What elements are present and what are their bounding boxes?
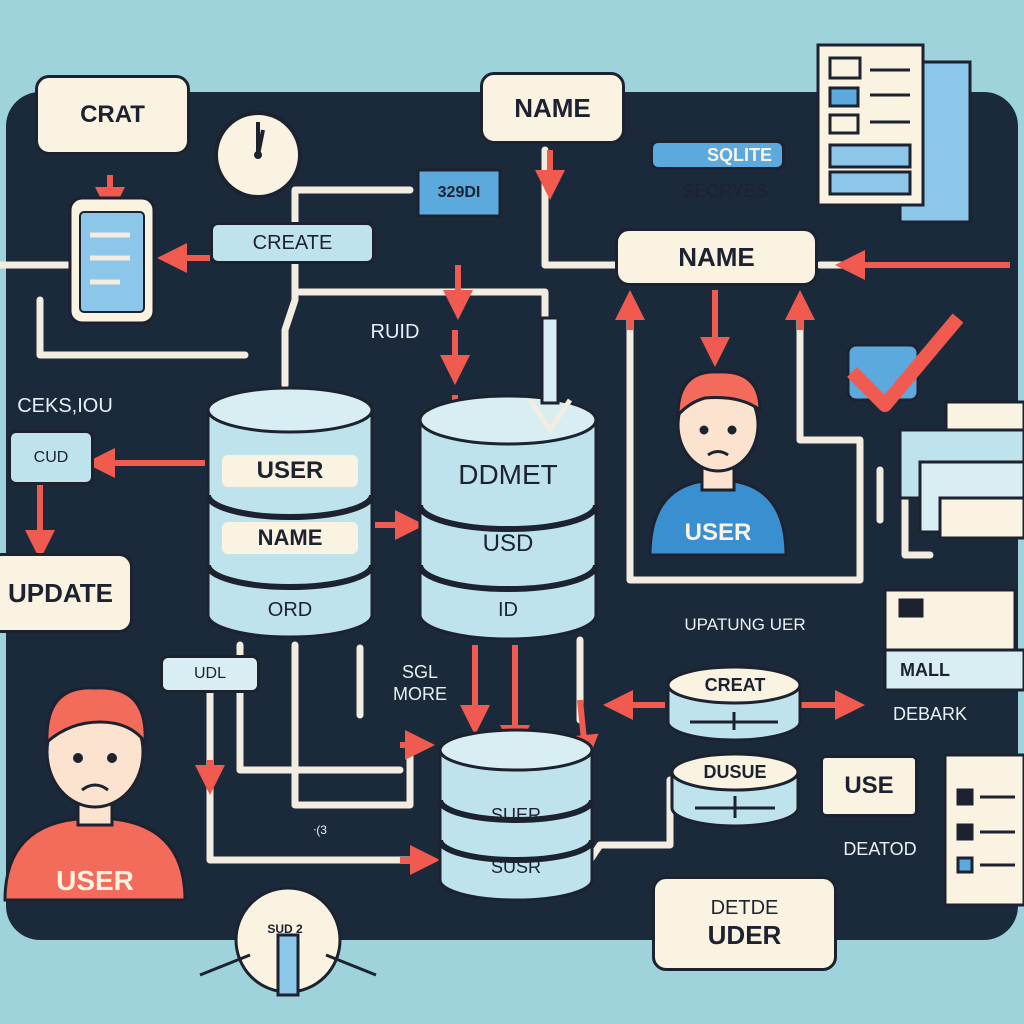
db-left-mid-label: NAME [257, 525, 323, 550]
db-low-bottom-label: SUSR [490, 856, 541, 877]
gear-label: SUD 2 [267, 922, 303, 936]
small-mark-label: ᐧ(3 [313, 823, 327, 837]
clock-icon [214, 111, 302, 199]
disc-create-label: CREAT [704, 674, 766, 695]
document-icon [898, 400, 1024, 540]
uder-label: UDER [707, 919, 782, 950]
db-low-top-label: SUER [490, 804, 541, 825]
detde-uder-box: DETDE UDER [652, 876, 837, 971]
chip-icon [416, 168, 502, 218]
checkmark-icon [846, 313, 964, 412]
db-left-top-label: USER [256, 457, 324, 484]
update-box: UPDATE [0, 553, 133, 633]
cud-box: CUD [8, 430, 94, 485]
sqlite-badge: SQLITE [650, 140, 785, 170]
db-mid-top-label: DDMET [458, 459, 558, 490]
person-bottom-label: USER [56, 865, 134, 896]
upatung-uer-label: UPATUNG UER [684, 615, 806, 634]
debark-label: DEBARK [892, 703, 968, 724]
person-top-label: USER [684, 519, 752, 546]
mall-label: MALL [900, 659, 950, 680]
ceksiou-label: CEKS,IOU [17, 394, 113, 417]
name-mid-box: NAME [615, 228, 818, 286]
sql-more-label: SGL MORE [393, 662, 447, 704]
chip-label: 329DI [437, 184, 481, 201]
database-low [437, 728, 595, 902]
phone-icon [68, 196, 156, 325]
secryes-label: SECRYES [682, 180, 768, 201]
detde-label: DETDE [710, 896, 779, 919]
person-avatar-bottom [3, 686, 187, 902]
database-middle [417, 316, 599, 641]
udl-box: UDL [160, 655, 260, 693]
db-mid-bottom-label: ID [498, 598, 518, 621]
gear-icon [199, 886, 377, 997]
disc-dusue-label: DUSUE [703, 761, 767, 782]
db-left-bottom-label: ORD [267, 598, 313, 621]
use-box: USE [820, 755, 918, 817]
name-top-box: NAME [480, 72, 625, 144]
db-mid-mid-label: USD [482, 530, 534, 557]
mail-icon [883, 588, 1024, 692]
monitor-icon [816, 43, 972, 224]
sqlite-badge-label: SQLITE [706, 144, 772, 165]
crat-box: CRAT [35, 75, 190, 155]
notepad-icon [943, 753, 1024, 907]
disc-dusue [670, 752, 800, 828]
disc-create [666, 665, 802, 742]
database-left [205, 386, 375, 639]
person-avatar-top [648, 370, 788, 557]
deatod-label: DEATOD [843, 838, 917, 859]
create-box: CREATE [210, 222, 375, 264]
ruid-label: RUID [370, 320, 420, 343]
